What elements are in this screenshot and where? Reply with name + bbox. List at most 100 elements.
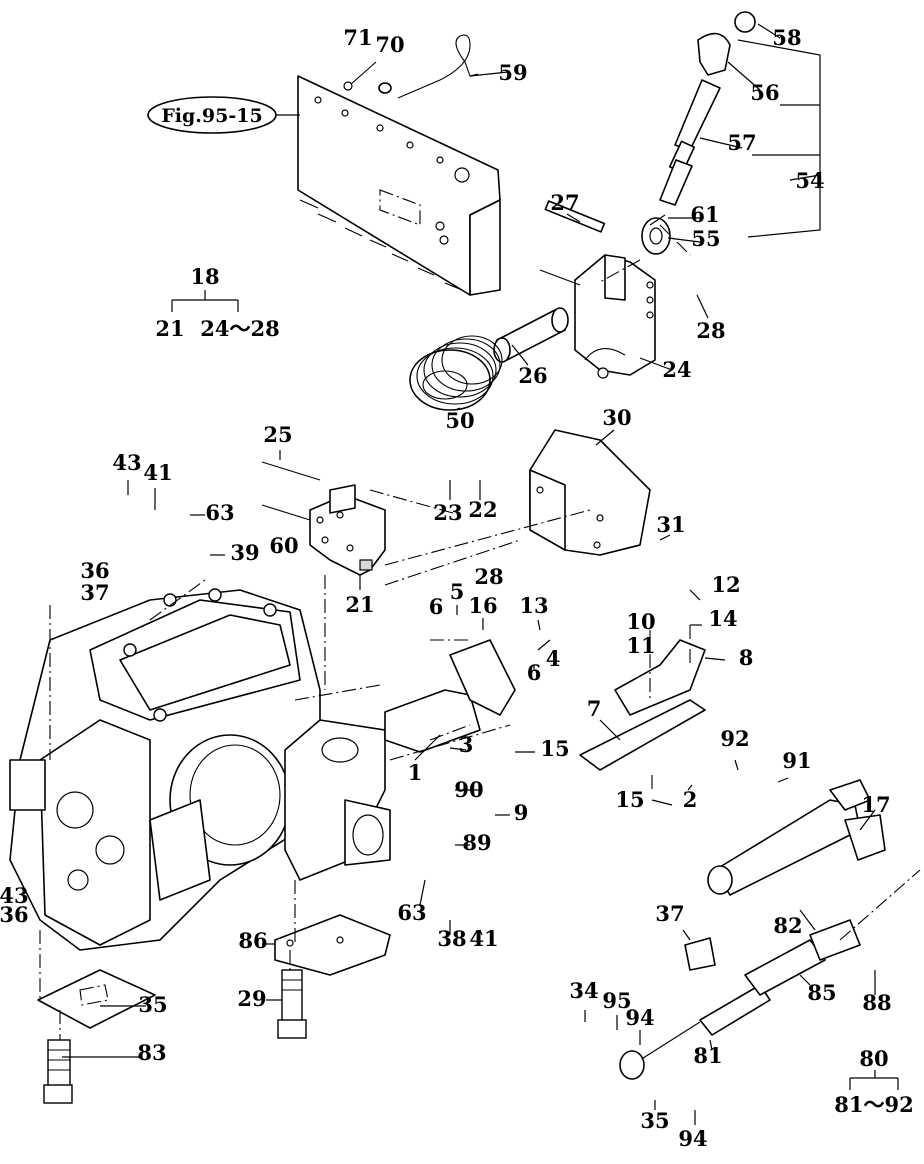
- part-callout: 43: [0, 883, 29, 908]
- part-callout: 36: [80, 558, 109, 583]
- part-callout: 4: [546, 646, 561, 671]
- group-18-child-label: 21: [155, 316, 184, 341]
- part-callout: 83: [137, 1040, 166, 1065]
- group-18-bracket: [171, 290, 239, 312]
- part-callout: 56: [750, 80, 779, 105]
- part-callout: 35: [138, 992, 167, 1017]
- part-callout: 14: [708, 606, 737, 631]
- top-mounting-plate: [297, 75, 501, 296]
- leader-line: [777, 777, 789, 783]
- part-callout: 81: [693, 1043, 722, 1068]
- part-callout: 60: [269, 533, 298, 558]
- leader-line: [727, 61, 761, 91]
- part-callout: 8: [739, 645, 754, 670]
- part-callout: 70: [375, 32, 404, 57]
- spring-50: [409, 335, 503, 411]
- part-callout: 63: [205, 500, 234, 525]
- roller-26: [493, 307, 569, 363]
- part-callout: 9: [514, 800, 529, 825]
- part-callout: 25: [263, 422, 292, 447]
- leader-line: [419, 879, 426, 906]
- part-callout: 82: [773, 913, 802, 938]
- part-callout: 27: [550, 190, 579, 215]
- part-callout: 17: [861, 792, 890, 817]
- leader-line: [667, 237, 701, 243]
- part-callout: 28: [696, 318, 725, 343]
- part-callout: 89: [462, 830, 491, 855]
- part-callout: 15: [540, 736, 569, 761]
- part-callout: 21: [345, 592, 374, 617]
- leader-line: [599, 719, 621, 741]
- part-callout: 54: [795, 168, 824, 193]
- part-callout: 11: [626, 633, 655, 658]
- lift-rod: [619, 919, 861, 1080]
- leader-line: [511, 344, 529, 366]
- part-callout: 2: [683, 787, 698, 812]
- leader-line: [704, 657, 726, 661]
- part-callout: 92: [720, 726, 749, 751]
- part-callout: 57: [727, 130, 756, 155]
- part-callout: 13: [519, 593, 548, 618]
- group-80-bracket: [849, 1070, 899, 1090]
- part-callout: 35: [640, 1108, 669, 1133]
- part-callout: 10: [626, 609, 655, 634]
- leader-line: [537, 639, 551, 651]
- part-callout: 85: [807, 980, 836, 1005]
- part-callout: 15: [615, 787, 644, 812]
- part-callout: 94: [625, 1005, 654, 1030]
- leader-line: [659, 534, 671, 541]
- part-callout: 36: [0, 902, 29, 927]
- part-callout: 91: [782, 748, 811, 773]
- part-callout: 23: [433, 500, 462, 525]
- part-callout: 71: [343, 25, 372, 50]
- part-callout: 63: [397, 900, 426, 925]
- part-callout: 3: [459, 732, 474, 757]
- part-callout: 1: [408, 760, 423, 785]
- group-18-label: 18: [190, 264, 219, 289]
- leader-line: [757, 23, 781, 39]
- part-callout: 50: [445, 408, 474, 433]
- bracket-24: [574, 254, 656, 379]
- group-80-label: 80: [859, 1046, 888, 1071]
- bolt-35-upper: [277, 969, 307, 1039]
- leader-line: [449, 747, 467, 751]
- leader-line: [734, 759, 739, 771]
- part-callout: 94: [678, 1126, 707, 1151]
- leader-line: [799, 974, 811, 986]
- part-callout: 37: [80, 580, 109, 605]
- leader-line: [469, 71, 509, 77]
- leader-line: [537, 619, 541, 631]
- leader-line: [595, 429, 615, 446]
- group-18-child-label: 24～28: [200, 316, 279, 341]
- leader-line: [859, 809, 876, 831]
- part-callout: 37: [655, 901, 684, 926]
- part-callout: 58: [772, 25, 801, 50]
- leader-line: [566, 213, 581, 223]
- leader-line: [799, 909, 816, 931]
- part-callout: 41: [469, 926, 498, 951]
- part-callout: 28: [474, 564, 503, 589]
- leader-line: [651, 799, 673, 806]
- bolt-35-lower: [43, 1039, 73, 1104]
- figure-reference: Fig.95-15: [161, 105, 262, 127]
- bracket-21: [309, 484, 386, 576]
- part-callout: 88: [862, 990, 891, 1015]
- part-callout: 31: [656, 512, 685, 537]
- lower-link-89: [707, 779, 886, 896]
- leader-line: [689, 589, 701, 601]
- leader-line: [696, 294, 709, 319]
- leader-line: [454, 407, 461, 411]
- bracket-30: [529, 429, 651, 556]
- top-link-assembly: [641, 11, 756, 255]
- part-callout: 6: [429, 594, 444, 619]
- part-callout: 16: [468, 593, 497, 618]
- part-callout: 22: [468, 497, 497, 522]
- part-callout: 5: [450, 579, 465, 604]
- part-callout: 43: [112, 450, 141, 475]
- part-callout: 34: [569, 978, 598, 1003]
- transmission-housing: [9, 588, 321, 951]
- part-callout: 26: [518, 363, 547, 388]
- group-80-child-label: 81～92: [834, 1092, 913, 1117]
